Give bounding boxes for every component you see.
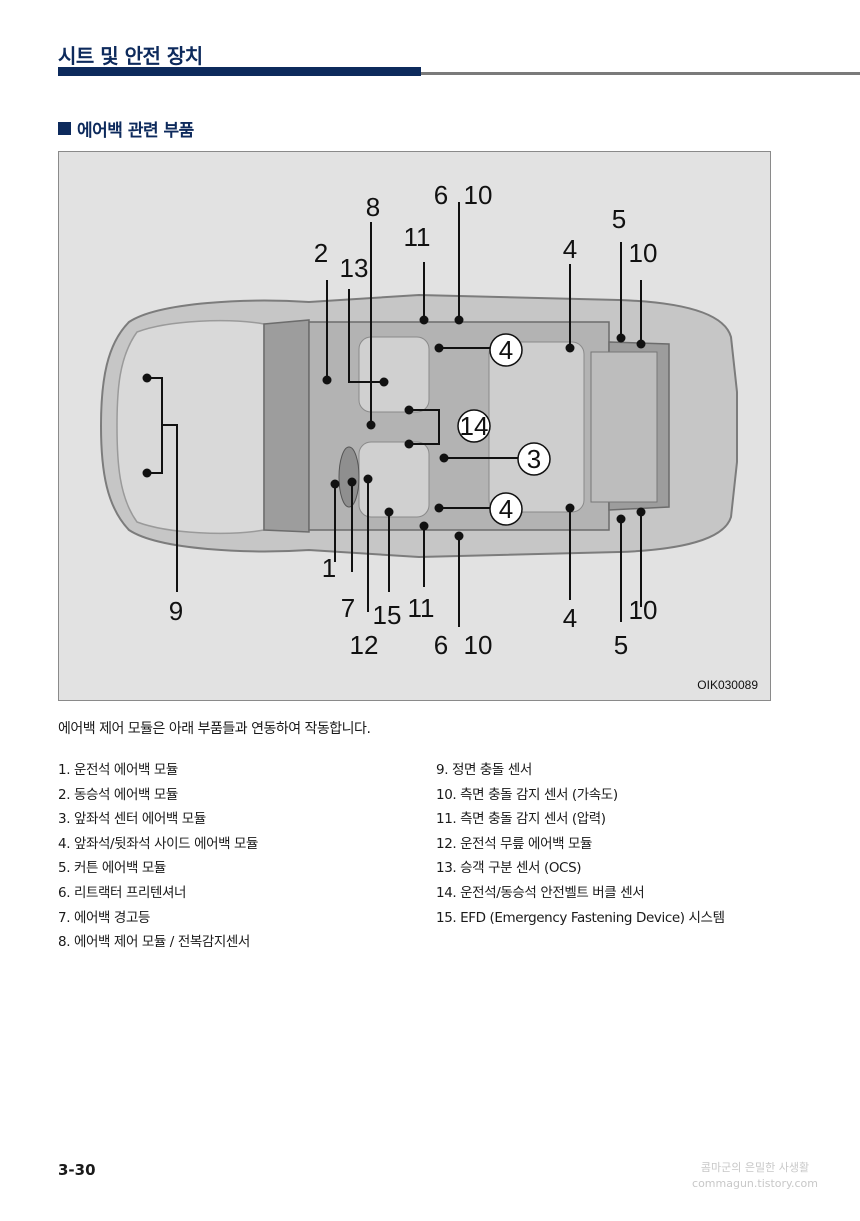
callout-4-top: 4 bbox=[563, 234, 577, 264]
windshield bbox=[263, 319, 310, 533]
list-item: 12. 운전석 무릎 에어백 모듈 bbox=[436, 835, 593, 852]
list-item: 8. 에어백 제어 모듈 / 전복감지센서 bbox=[58, 934, 250, 951]
header-rule-thin bbox=[421, 72, 860, 75]
leader-lines bbox=[147, 202, 642, 627]
list-item: 13. 승객 구분 센서 (OCS) bbox=[436, 860, 582, 877]
callout-10-top-right: 10 bbox=[629, 238, 658, 268]
callout-5-top: 5 bbox=[612, 204, 626, 234]
list-item: 1. 운전석 에어백 모듈 bbox=[58, 762, 178, 778]
list-item: 3. 앞좌석 센터 에어백 모듈 bbox=[58, 811, 206, 828]
square-bullet-icon bbox=[58, 122, 71, 135]
callout-1: 1 bbox=[322, 553, 336, 583]
circled-callouts bbox=[457, 333, 551, 526]
list-item: 7. 에어백 경고등 bbox=[58, 909, 150, 926]
watermark-line-2: commagun.tistory.com bbox=[692, 1177, 818, 1190]
callout-15: 15 bbox=[373, 600, 402, 630]
figure-code: OIK030089 bbox=[697, 678, 758, 692]
list-item: 6. 리트랙터 프리텐셔너 bbox=[58, 884, 187, 901]
passenger-seat bbox=[358, 336, 430, 413]
callout-10-top: 10 bbox=[464, 180, 493, 210]
list-item: 4. 앞좌석/뒷좌석 사이드 에어백 모듈 bbox=[58, 835, 259, 852]
callout-4-circle-top: 4 bbox=[499, 335, 513, 365]
watermark-line-1: 콤마군의 은밀한 사생활 bbox=[700, 1161, 810, 1174]
callout-7: 7 bbox=[341, 593, 355, 623]
callout-10-bottom-right: 10 bbox=[629, 595, 658, 625]
list-item: 10. 측면 충돌 감지 센서 (가속도) bbox=[436, 786, 618, 803]
callout-5-bottom: 5 bbox=[614, 630, 628, 660]
callout-14-circle: 14 bbox=[460, 411, 489, 441]
section-title: 에어백 관련 부품 bbox=[58, 116, 194, 141]
callout-6-bottom: 6 bbox=[434, 630, 448, 660]
list-item: 11. 측면 충돌 감지 센서 (압력) bbox=[436, 811, 606, 828]
callout-6-top: 6 bbox=[434, 180, 448, 210]
intro-text: 에어백 제어 모듈은 아래 부품들과 연동하여 작동합니다. bbox=[58, 721, 371, 737]
callout-4-bottom: 4 bbox=[563, 603, 577, 633]
sensor-dots bbox=[142, 315, 646, 541]
callout-4-circle-bottom: 4 bbox=[499, 494, 513, 524]
page-header-title: 시트 및 안전 장치 bbox=[58, 44, 203, 68]
callout-3-circle: 3 bbox=[527, 444, 541, 474]
list-item: 2. 동승석 에어백 모듈 bbox=[58, 786, 178, 803]
section-title-text: 에어백 관련 부품 bbox=[77, 121, 194, 141]
car-hood bbox=[116, 319, 265, 535]
list-item: 15. EFD (Emergency Fastening Device) 시스템 bbox=[436, 909, 725, 926]
callout-13: 13 bbox=[340, 253, 369, 283]
trunk-area bbox=[590, 351, 658, 503]
rear-seat bbox=[488, 341, 585, 513]
page-number: 3-30 bbox=[58, 1161, 96, 1179]
callout-11-bottom: 11 bbox=[408, 593, 435, 623]
airbag-components-figure: 2 13 8 11 6 10 4 5 10 4 14 3 4 1 7 15 11… bbox=[58, 151, 771, 701]
list-item: 9. 정면 충돌 센서 bbox=[436, 762, 532, 778]
callout-12: 12 bbox=[350, 630, 379, 660]
header-rule-dark bbox=[58, 67, 421, 76]
watermark: 콤마군의 은밀한 사생활 commagun.tistory.com bbox=[660, 1160, 850, 1192]
callout-8: 8 bbox=[366, 192, 380, 222]
callout-9: 9 bbox=[169, 596, 183, 626]
steering-wheel bbox=[338, 446, 360, 508]
list-item: 14. 운전석/동승석 안전벨트 버클 센서 bbox=[436, 884, 645, 901]
callout-11-top: 11 bbox=[404, 222, 431, 252]
component-list-left: 1. 운전석 에어백 모듈 2. 동승석 에어백 모듈 3. 앞좌석 센터 에어… bbox=[58, 758, 258, 955]
component-list-right: 9. 정면 충돌 센서 10. 측면 충돌 감지 센서 (가속도) 11. 측면… bbox=[436, 758, 725, 930]
callout-10-bottom: 10 bbox=[464, 630, 493, 660]
list-item: 5. 커튼 에어백 모듈 bbox=[58, 860, 166, 877]
car-top-view-diagram: 2 13 8 11 6 10 4 5 10 4 14 3 4 1 7 15 11… bbox=[99, 180, 738, 660]
callout-2: 2 bbox=[314, 238, 328, 268]
